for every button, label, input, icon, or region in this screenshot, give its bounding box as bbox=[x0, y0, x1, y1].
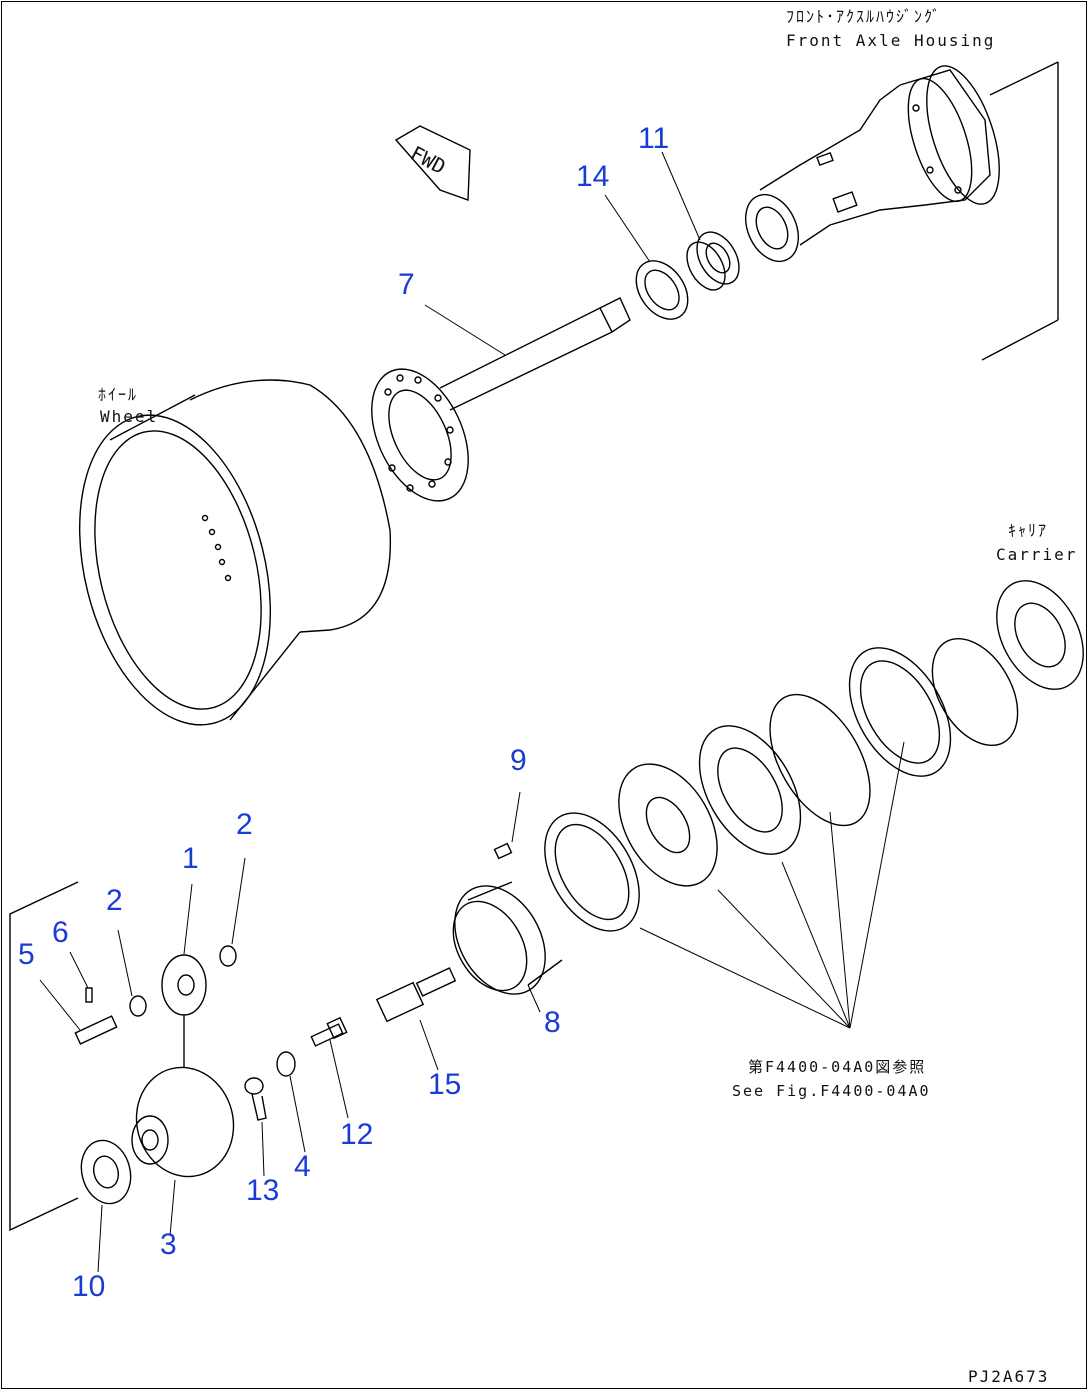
nut-10[interactable] bbox=[75, 1135, 138, 1209]
part-number-1[interactable]: 1 bbox=[182, 842, 199, 875]
sun-gear-shaft-15[interactable] bbox=[375, 967, 457, 1023]
seal-14[interactable] bbox=[626, 251, 699, 329]
disc[interactable] bbox=[599, 747, 738, 903]
part-number-2-left[interactable]: 2 bbox=[106, 884, 123, 917]
part-number-14[interactable]: 14 bbox=[576, 160, 610, 193]
part-number-10[interactable]: 10 bbox=[72, 1270, 106, 1303]
part-number-15[interactable]: 15 bbox=[428, 1068, 462, 1101]
pin-5[interactable] bbox=[74, 1015, 118, 1045]
carrier-label-en: Carrier bbox=[996, 545, 1078, 564]
thrust-washer-2-left[interactable] bbox=[129, 995, 147, 1017]
planetary-carrier-3[interactable] bbox=[124, 1056, 245, 1187]
part-number-3[interactable]: 3 bbox=[160, 1228, 177, 1261]
planetary-gear-1[interactable] bbox=[161, 954, 207, 1068]
part-number-9[interactable]: 9 bbox=[510, 744, 527, 777]
part-number-7[interactable]: 7 bbox=[398, 268, 415, 301]
bearing-11[interactable] bbox=[679, 225, 747, 297]
o-ring[interactable] bbox=[915, 624, 1035, 760]
housing-label-en: Front Axle Housing bbox=[786, 31, 996, 50]
axle-shaft-7[interactable] bbox=[352, 297, 631, 516]
pin-9[interactable] bbox=[493, 842, 513, 860]
ring-gear-8[interactable] bbox=[436, 870, 563, 1010]
fwd-arrow-icon bbox=[394, 125, 471, 201]
part-number-11[interactable]: 11 bbox=[638, 122, 670, 155]
part-number-13[interactable]: 13 bbox=[246, 1174, 280, 1207]
wheel[interactable] bbox=[49, 379, 392, 745]
part-13[interactable] bbox=[244, 1077, 267, 1121]
carrier-label-jp: ｷｬﾘｱ bbox=[1008, 521, 1049, 540]
brake-ring[interactable] bbox=[829, 630, 972, 793]
see-fig-label-jp: 第F4400-04A0図参照 bbox=[748, 1058, 927, 1076]
part-number-5[interactable]: 5 bbox=[18, 938, 35, 971]
left-bracket bbox=[9, 881, 79, 1232]
see-fig-label-en: See Fig.F4400-04A0 bbox=[732, 1082, 931, 1100]
part-number-4[interactable]: 4 bbox=[294, 1150, 311, 1183]
washer-4[interactable] bbox=[276, 1051, 296, 1077]
part-number-6[interactable]: 6 bbox=[52, 916, 69, 949]
thrust-washer-2-right[interactable] bbox=[219, 945, 237, 967]
leader-lines bbox=[39, 151, 905, 1273]
bolt-12[interactable] bbox=[310, 1016, 348, 1047]
part-number-12[interactable]: 12 bbox=[340, 1118, 374, 1151]
seal-ring[interactable] bbox=[525, 797, 658, 948]
part-number-8[interactable]: 8 bbox=[544, 1006, 561, 1039]
housing-label-jp: ﾌﾛﾝﾄ･ｱｸｽﾙﾊｳｼﾞﾝｸﾞ bbox=[786, 7, 943, 26]
part-number-2-right[interactable]: 2 bbox=[236, 808, 253, 841]
wheel-label-en: Wheel bbox=[100, 407, 159, 426]
wheel-label-jp: ﾎｲｰﾙ bbox=[98, 385, 139, 404]
drawing-code: PJ2A673 bbox=[968, 1367, 1050, 1386]
plate[interactable] bbox=[679, 708, 822, 871]
ring[interactable] bbox=[749, 678, 890, 843]
front-axle-housing[interactable] bbox=[735, 57, 1059, 361]
carrier[interactable] bbox=[979, 566, 1090, 704]
ball-6[interactable] bbox=[85, 987, 93, 1003]
